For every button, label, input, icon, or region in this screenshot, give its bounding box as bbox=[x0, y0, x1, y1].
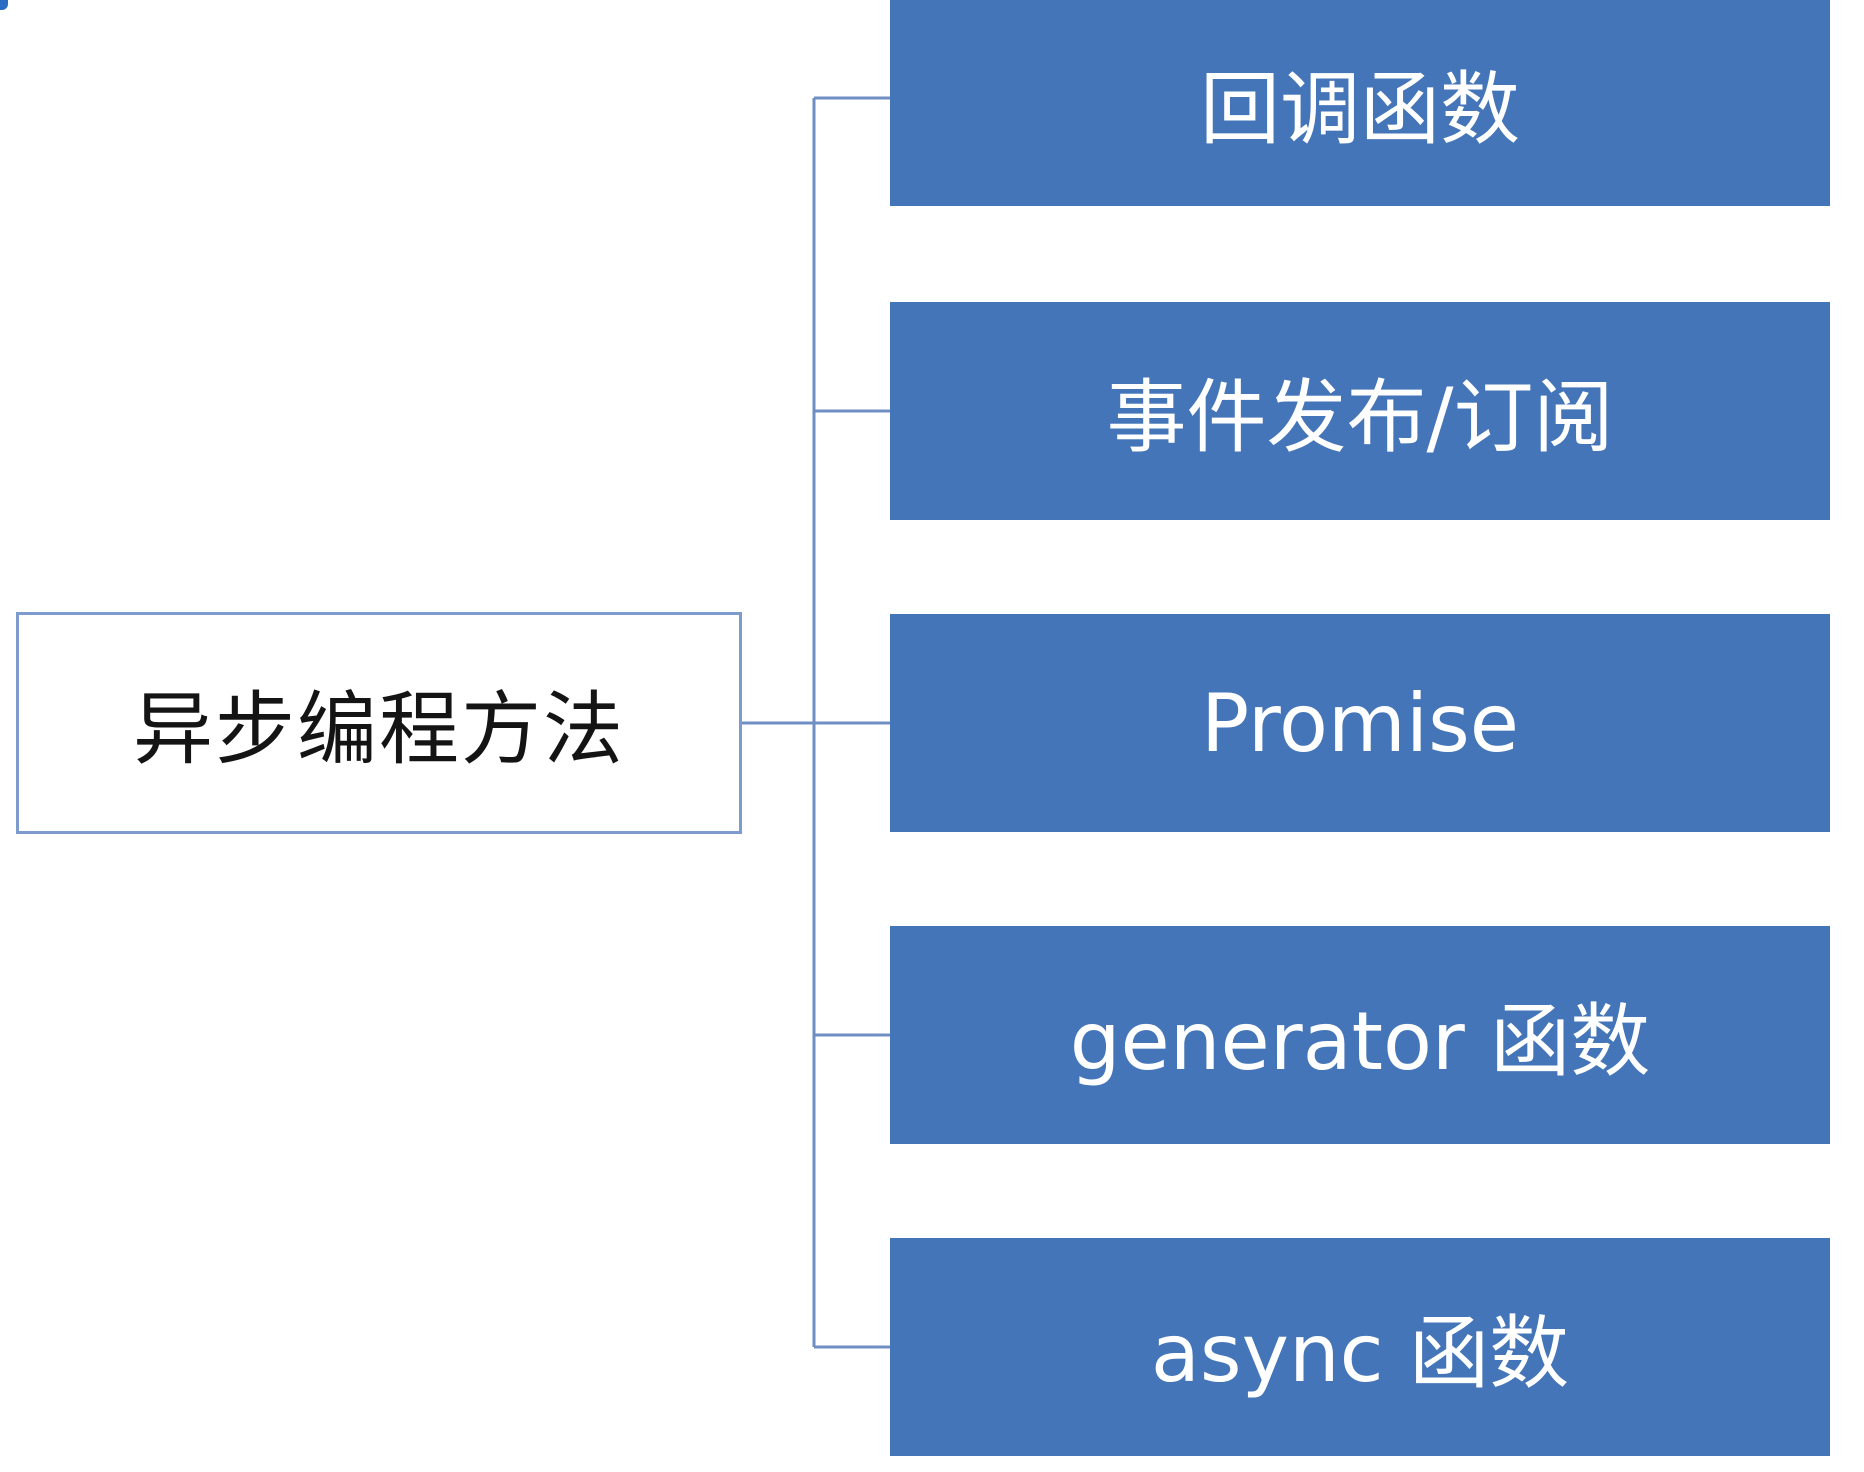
child-node-label: 事件发布/订阅 bbox=[1106, 371, 1614, 464]
corner-mark bbox=[0, 0, 8, 10]
root-node-label: 异步编程方法 bbox=[133, 683, 625, 776]
root-node: 异步编程方法 bbox=[16, 612, 742, 834]
child-node-label: 回调函数 bbox=[1200, 63, 1520, 156]
child-node-callback: 回调函数 bbox=[890, 0, 1830, 206]
child-node-promise: Promise bbox=[890, 614, 1830, 832]
child-node-label: generator 函数 bbox=[1069, 995, 1651, 1088]
child-node-label: Promise bbox=[1201, 676, 1519, 770]
child-node-label: async 函数 bbox=[1150, 1307, 1570, 1400]
child-node-event-pubsub: 事件发布/订阅 bbox=[890, 302, 1830, 520]
child-node-generator: generator 函数 bbox=[890, 926, 1830, 1144]
child-node-async: async 函数 bbox=[890, 1238, 1830, 1456]
